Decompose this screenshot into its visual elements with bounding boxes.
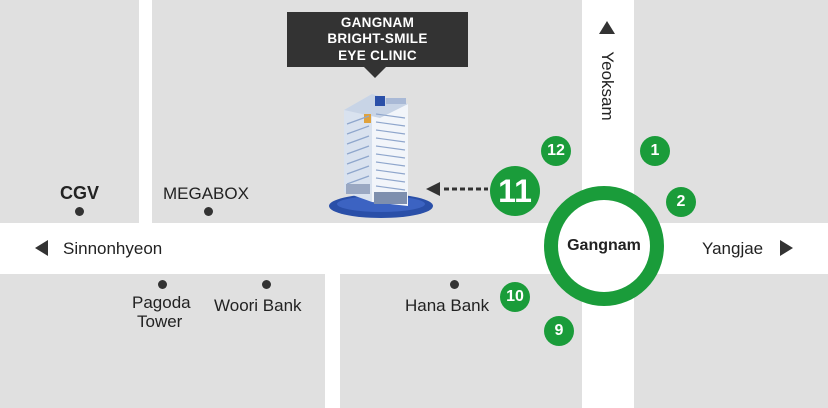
block-top-left xyxy=(0,0,139,223)
landmark-pagoda-label-1: Pagoda xyxy=(132,293,191,312)
office-building-icon xyxy=(329,94,433,218)
landmark-megabox-label: MEGABOX xyxy=(163,184,249,203)
callout-line-1: GANGNAM xyxy=(340,15,415,31)
block-bottom-left xyxy=(0,274,325,408)
station-marker: Gangnam xyxy=(558,200,650,292)
clinic-callout: GANGNAM BRIGHT-SMILE EYE CLINIC xyxy=(287,12,468,67)
up-arrow-icon xyxy=(599,21,615,34)
exit-2: 2 xyxy=(666,187,696,217)
direction-left-label: Sinnonhyeon xyxy=(63,239,163,258)
exit-12: 12 xyxy=(541,136,571,166)
right-arrow-icon xyxy=(780,240,793,256)
landmark-hana-dot xyxy=(450,280,459,289)
landmark-pagoda-label-2: Tower xyxy=(137,312,183,331)
dashed-left-arrow-icon xyxy=(426,182,488,196)
station-name: Gangnam xyxy=(567,237,641,254)
exit-1: 1 xyxy=(640,136,670,166)
callout-tail xyxy=(364,67,386,78)
landmark-cgv-label: CGV xyxy=(60,183,100,203)
exit-10: 10 xyxy=(500,282,530,312)
landmark-cgv-dot xyxy=(75,207,84,216)
landmark-pagoda-dot xyxy=(158,280,167,289)
block-bottom-middle xyxy=(340,274,582,408)
landmark-megabox-dot xyxy=(204,207,213,216)
exit-11: 11 xyxy=(490,166,540,216)
landmark-hana-label: Hana Bank xyxy=(405,296,490,315)
left-arrow-icon xyxy=(35,240,48,256)
callout-line-2: BRIGHT-SMILE xyxy=(327,31,428,47)
block-bottom-right xyxy=(634,274,828,408)
callout-line-3: EYE CLINIC xyxy=(338,47,417,63)
direction-right-label: Yangjae xyxy=(702,239,764,258)
exit-9: 9 xyxy=(544,316,574,346)
landmark-woori-label: Woori Bank xyxy=(214,296,302,315)
direction-up-label: Yeoksam xyxy=(597,51,617,121)
block-top-right xyxy=(634,0,828,223)
landmark-woori-dot xyxy=(262,280,271,289)
